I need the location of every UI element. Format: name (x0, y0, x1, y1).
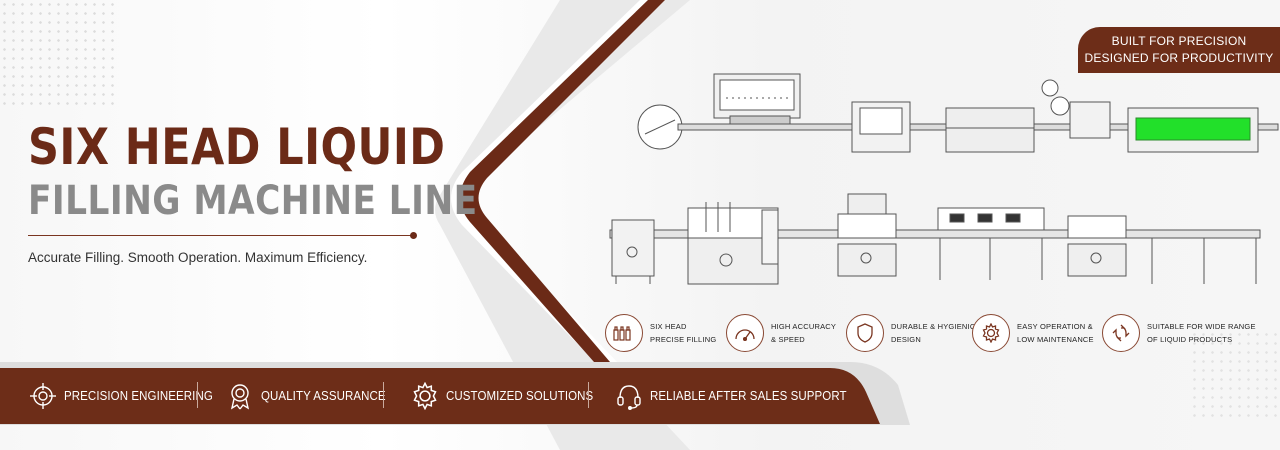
dot-pattern-top-left (0, 0, 120, 110)
award-icon (225, 381, 255, 411)
feature-line-1: DURABLE & HYGIENIC (891, 322, 976, 331)
bar-separator (383, 382, 384, 408)
badge-line-2: DESIGNED FOR PRODUCTIVITY (1084, 51, 1274, 65)
gear-icon (410, 381, 440, 411)
badge-line-1: BUILT FOR PRECISION (1111, 34, 1247, 48)
machine-line-illustration-bottom (609, 193, 1261, 285)
bar-item-support: RELIABLE AFTER SALES SUPPORT (614, 380, 864, 412)
headline-line-2: FILLING MACHINE LINE (28, 178, 478, 224)
feature-line-1: SIX HEAD (650, 322, 687, 331)
bar-item-label: RELIABLE AFTER SALES SUPPORT (650, 389, 847, 403)
feature-line-1: EASY OPERATION & (1017, 322, 1093, 331)
feature-line-2: OF LIQUID PRODUCTS (1147, 335, 1233, 344)
corner-badge: BUILT FOR PRECISION DESIGNED FOR PRODUCT… (1078, 27, 1280, 73)
headset-icon (614, 381, 644, 411)
tagline: Accurate Filling. Smooth Operation. Maxi… (28, 250, 368, 265)
dot-pattern-right (1190, 330, 1280, 420)
bar-separator (588, 382, 589, 408)
feature-line-1: SUITABLE FOR WIDE RANGE (1147, 322, 1256, 331)
bar-item-quality: QUALITY ASSURANCE (225, 380, 397, 412)
bar-separator (197, 382, 198, 408)
feature-six-head: SIX HEAD PRECISE FILLING (605, 313, 716, 353)
shield-icon (846, 314, 884, 352)
feature-line-2: LOW MAINTENANCE (1017, 335, 1094, 344)
machine-line-illustration-top (637, 73, 1279, 153)
bar-item-custom: CUSTOMIZED SOLUTIONS (410, 380, 606, 412)
feature-easy-operation: EASY OPERATION & LOW MAINTENANCE (972, 313, 1094, 353)
feature-line-1: HIGH ACCURACY (771, 322, 837, 331)
feature-line-2: & SPEED (771, 335, 805, 344)
arrows-cycle-icon (1102, 314, 1140, 352)
gear-icon (972, 314, 1010, 352)
feature-wide-range: SUITABLE FOR WIDE RANGE OF LIQUID PRODUC… (1102, 313, 1256, 353)
feature-accuracy: HIGH ACCURACY & SPEED (726, 313, 836, 353)
bar-item-label: QUALITY ASSURANCE (261, 389, 386, 403)
speedometer-icon (726, 314, 764, 352)
target-icon (28, 381, 58, 411)
bar-item-label: CUSTOMIZED SOLUTIONS (446, 389, 594, 403)
headline-line-1: SIX HEAD LIQUID (28, 118, 446, 176)
divider-dot (410, 232, 417, 239)
bottles-icon (605, 314, 643, 352)
feature-line-2: DESIGN (891, 335, 921, 344)
bar-item-precision: PRECISION ENGINEERING (28, 380, 226, 412)
feature-durable: DURABLE & HYGIENIC DESIGN (846, 313, 975, 353)
headline-divider (28, 235, 412, 236)
feature-line-2: PRECISE FILLING (650, 335, 717, 344)
bar-item-label: PRECISION ENGINEERING (64, 389, 213, 403)
